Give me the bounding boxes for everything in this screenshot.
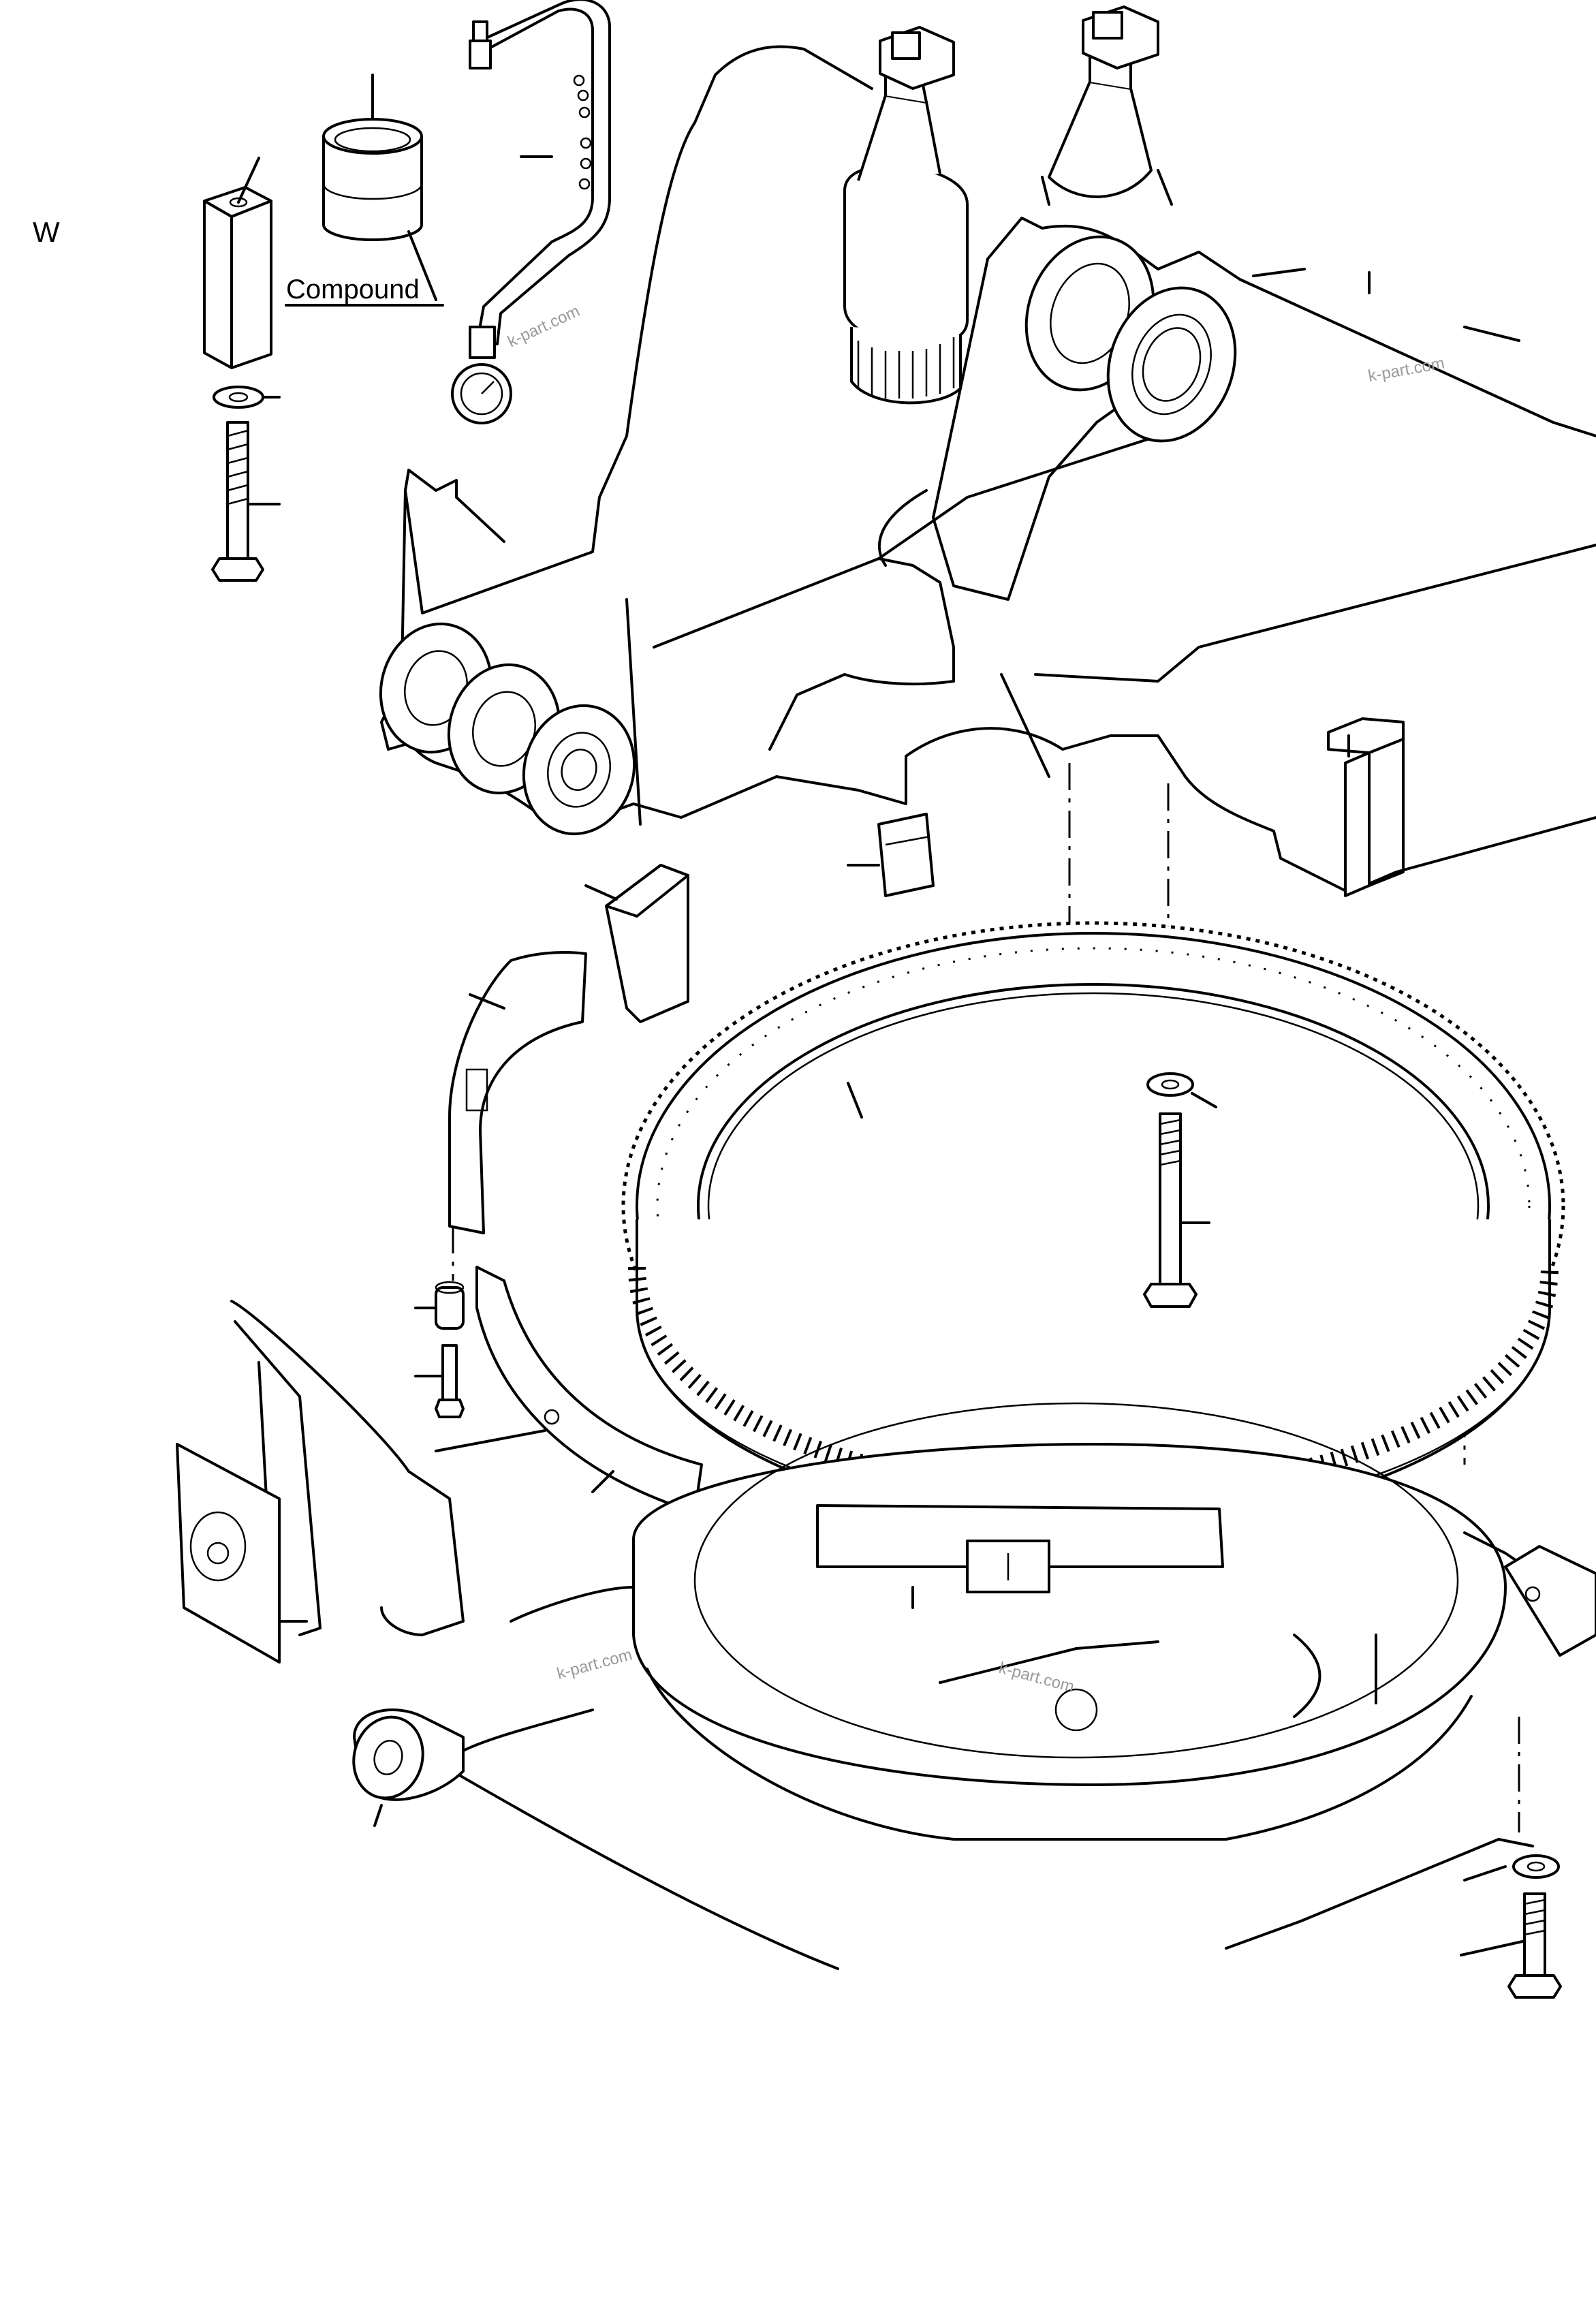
spacer-bolt: [414, 1281, 465, 1418]
hose-assembly: [451, 0, 611, 424]
washer: [213, 386, 281, 409]
watermark-2: k-part.com: [1366, 354, 1445, 386]
center-cover-plate: [816, 1504, 1224, 1609]
compound-can: [322, 74, 437, 301]
small-plate: [847, 813, 935, 897]
revolving-frame: [395, 45, 1596, 897]
tall-plate: [584, 864, 689, 1023]
section-letter: W: [33, 216, 60, 248]
watermark-3: k-part.com: [555, 1645, 634, 1683]
curved-cover-upper: [448, 951, 587, 1234]
long-bolt: [211, 421, 281, 582]
swing-circle: [621, 921, 1565, 1527]
cylinder-right: [1041, 5, 1173, 206]
watermark-1: k-part.com: [505, 302, 582, 351]
spacer-block: [203, 157, 272, 369]
cylinder-left: [843, 26, 969, 405]
lower-bolt: [1460, 1854, 1562, 1999]
compound-label: Compound: [286, 275, 420, 305]
ring-bolt: [1143, 1072, 1217, 1308]
boom-hinge-lugs: [379, 598, 642, 836]
